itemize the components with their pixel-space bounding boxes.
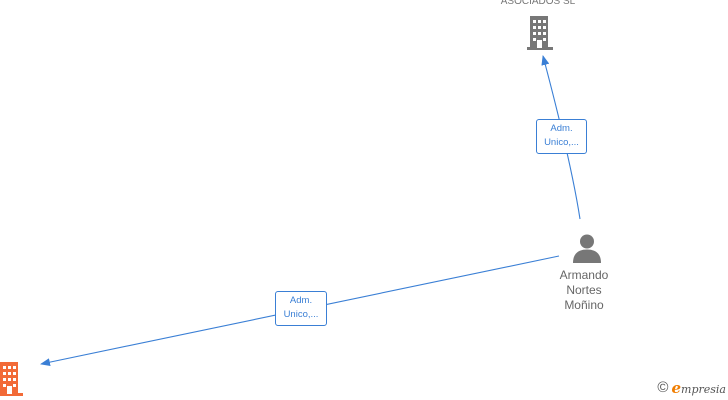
person-name-line: Armando <box>559 268 609 282</box>
building-icon[interactable] <box>0 362 25 396</box>
copyright-icon: © <box>657 379 669 396</box>
edge-label-line: Unico,... <box>544 137 579 148</box>
building-icon[interactable] <box>525 16 555 50</box>
person-name[interactable]: Armando Nortes Moñino <box>548 268 620 313</box>
top-company-name[interactable]: ASOCIADOS SL <box>500 0 576 7</box>
brand-initial: e <box>671 379 682 397</box>
person-name-line: Moñino <box>564 298 604 312</box>
edge-label-person-to-bottom-company[interactable]: Adm. Unico,... <box>275 291 327 326</box>
edge-label-line: Unico,... <box>283 309 319 320</box>
brand-logo: empresia <box>671 379 726 397</box>
edge-label-line: Adm. <box>550 123 573 134</box>
person-name-line: Nortes <box>566 283 602 297</box>
person-icon[interactable] <box>572 233 602 263</box>
edge-label-line: Adm. <box>289 295 313 306</box>
brand-watermark: © empresia <box>657 379 726 397</box>
brand-name-rest: mpresia <box>681 383 726 396</box>
edge-label-person-to-top-company[interactable]: Adm. Unico,... <box>536 119 587 154</box>
